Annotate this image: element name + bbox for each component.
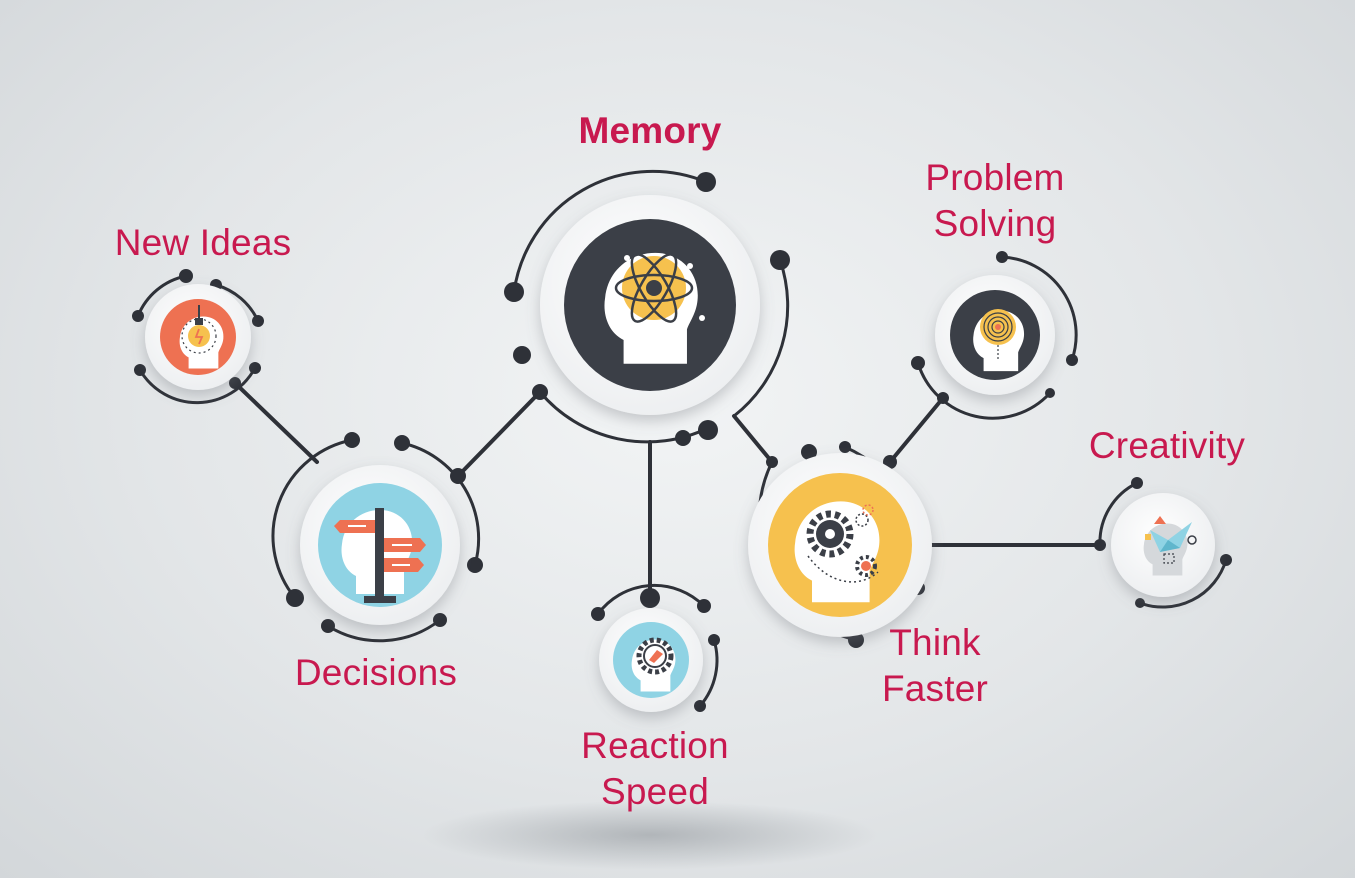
label-reaction-line2: Speed (601, 771, 709, 812)
maze-icon (980, 309, 1016, 360)
connectors (233, 381, 1102, 600)
label-reaction-speed: Reaction Speed (560, 723, 750, 815)
origami-bird-icon (1145, 516, 1197, 564)
gear-icon (636, 637, 674, 675)
connector-think-faster (732, 414, 774, 464)
node-reaction-speed[interactable] (599, 608, 703, 712)
label-creativity: Creativity (1088, 425, 1246, 466)
label-think-faster: Think Faster (860, 620, 1010, 712)
label-problem-solving-line2: Solving (933, 203, 1057, 244)
label-think-line1: Think (889, 622, 981, 663)
label-think-line2: Faster (881, 668, 989, 709)
connector-new-ideas (233, 381, 319, 464)
node-decisions[interactable] (300, 465, 460, 625)
node-problem-solving[interactable] (935, 275, 1055, 395)
label-memory: Memory (578, 110, 722, 151)
node-memory[interactable] (540, 195, 760, 415)
lightbulb-icon (181, 305, 217, 354)
label-new-ideas: New Ideas (114, 222, 292, 263)
floor-shadow (420, 800, 880, 870)
node-creativity[interactable] (1111, 493, 1215, 597)
label-decisions: Decisions (294, 652, 458, 693)
label-problem-solving-line1: Problem (925, 157, 1065, 198)
node-new-ideas[interactable] (145, 284, 251, 390)
atom-icon (614, 253, 705, 323)
connector-decisions (456, 390, 542, 478)
node-think-faster[interactable] (748, 453, 932, 637)
label-reaction-line1: Reaction (581, 725, 729, 766)
endpoint-dots (132, 172, 1232, 712)
connector-problem-solving (888, 396, 945, 464)
label-problem-solving: Problem Solving (900, 155, 1090, 247)
signpost-icon (334, 508, 426, 603)
gears-icon (806, 504, 879, 583)
